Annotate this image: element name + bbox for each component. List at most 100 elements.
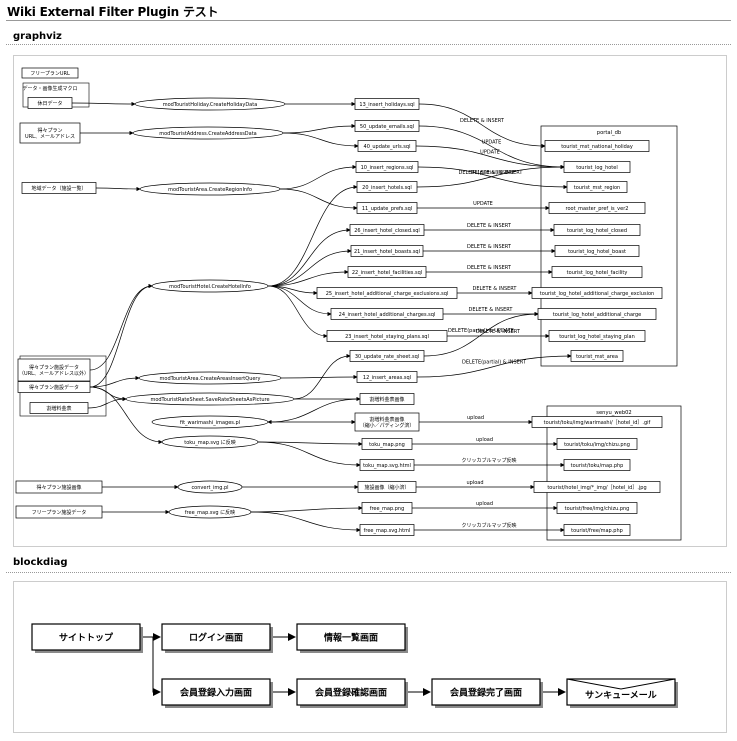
node-label: tourist_log_hotel	[576, 165, 617, 171]
node-label: modTouristAddress.CreateAddressData	[159, 131, 257, 137]
edge-label: DELETE & INSERT	[460, 118, 505, 124]
file-node-f12: 23_insert_hotel_staying_plans.sql	[326, 330, 448, 342]
node-label: 11_update_prefs.sql	[362, 206, 412, 212]
file-node-f6: 11_update_prefs.sql	[356, 202, 418, 214]
source-node-s3: 休日データ	[27, 97, 73, 109]
node-label: modTouristArea.CreateRegionInfo	[168, 187, 252, 193]
edge-f14-t11	[416, 353, 572, 378]
node-label: 割増料金表画像	[369, 396, 404, 403]
node-label: （URL、メールアドレス以外）	[19, 370, 89, 377]
file-node-f21: free_map.svg.html	[359, 524, 415, 536]
section-heading-graphviz: graphviz	[13, 31, 62, 42]
flow-node-b5: 会員登録確認画面	[296, 678, 408, 708]
flow-node-label: 会員登録完了画面	[450, 687, 522, 699]
process-node-p10: free_map.svg に反映	[168, 505, 252, 519]
edge-p4-f12	[267, 285, 328, 339]
edge-p5-f14	[280, 374, 358, 380]
node-label: フリープランURL	[30, 71, 70, 77]
file-node-f3: 40_update_urls.sql	[357, 140, 417, 152]
edge-label: UPDATE	[480, 150, 500, 156]
node-label: tourist_log_hotel_closed	[567, 228, 627, 234]
edge-label: DELETE & INSERT	[467, 244, 512, 250]
edge-f2-t2	[418, 125, 565, 170]
node-label: 地域データ（施設一覧）	[31, 185, 86, 192]
edge-label: DELETE & INSERT	[467, 223, 512, 229]
source-node-s1: フリープランURL	[21, 67, 79, 79]
node-label: URL、メールアドレス	[25, 134, 75, 140]
edge-f1-t1	[418, 103, 546, 149]
table-node-t10: tourist_log_hotel_staying_plan	[548, 330, 646, 342]
edge-f13-t9	[423, 311, 539, 357]
server-path-node-w6: tourist/free/map.php	[563, 524, 631, 536]
node-label: free_map.svg に反映	[185, 509, 235, 516]
node-label: tourist_log_hotel_additional_charge_excl…	[540, 291, 654, 297]
edge-s7-p5	[89, 375, 140, 388]
table-node-t9: tourist_log_hotel_additional_charge	[537, 308, 657, 320]
node-label: 20_insert_hotels.sql	[362, 185, 412, 191]
flow-node-b4: 会員登録入力画面	[161, 678, 273, 708]
file-node-f20: free_map.png	[361, 502, 413, 514]
process-node-p3: modTouristArea.CreateRegionInfo	[139, 182, 281, 196]
source-node-s2: データ・画像生成マクロ	[22, 85, 77, 92]
edge-p3-f6	[279, 188, 358, 211]
process-node-p8: toku_map.svg に反映	[161, 435, 259, 449]
table-node-t8: tourist_log_hotel_additional_charge_excl…	[531, 287, 663, 299]
source-node-s9: 得々プラン施設画像	[15, 480, 103, 494]
flow-node-label: ログイン画面	[189, 632, 243, 644]
server-path-node-w2: tourist/toku/img/chizu.png	[556, 438, 638, 450]
blockdiag-diagram: サイトトップログイン画面情報一覧画面会員登録入力画面会員登録確認画面会員登録完了…	[31, 623, 678, 708]
node-label: tourist/toku/img/chizu.png	[564, 442, 630, 448]
process-node-p6: modTouristRateSheet.SaveRateSheetsAsPict…	[125, 392, 295, 406]
edge-s6-p4	[89, 283, 153, 371]
node-label: toku_map.svg.html	[363, 463, 411, 469]
title-divider	[6, 20, 731, 21]
edge-label: DELETE & INSERT	[476, 329, 521, 335]
flow-node-b3: 情報一覧画面	[296, 623, 408, 653]
node-label: 得々プラン施設データ	[29, 364, 79, 371]
blockdiag-diagram-frame: サイトトップログイン画面情報一覧画面会員登録入力画面会員登録確認画面会員登録完了…	[13, 581, 727, 733]
server-path-node-w3: tourist/toku/map.php	[563, 459, 631, 471]
edge-f5-t2	[416, 164, 565, 188]
file-node-f15: 割増料金表画像	[359, 393, 415, 405]
process-node-p4: modTouristHotel.CreateHotelInfo	[151, 279, 269, 293]
node-label: 21_insert_hotel_boasts.sql	[354, 249, 420, 255]
node-label: 40_update_urls.sql	[364, 144, 411, 150]
edge-label: DELETE & INSERT	[467, 265, 512, 271]
file-node-f14: 12_insert_areas.sql	[356, 371, 418, 383]
flow-node-b2: ログイン画面	[161, 623, 273, 653]
edge-label: UPDATE	[473, 201, 493, 207]
table-node-t5: tourist_log_hotel_closed	[553, 224, 641, 236]
node-label: tourist_mst_area	[576, 354, 618, 360]
node-label: tourist/hotel_img/*_img/［hotel_id］.jpg	[547, 484, 646, 491]
process-node-p5: modTouristArea.CreateAreasInsertQuery	[138, 371, 282, 385]
flow-node-b6: 会員登録完了画面	[431, 678, 543, 708]
table-node-t11: tourist_mst_area	[570, 350, 624, 362]
file-node-f7: 26_insert_hotel_closed.sql	[349, 224, 425, 236]
edge-p8-f17	[257, 441, 363, 447]
node-label: fit_warimashi_images.pl	[180, 420, 240, 426]
node-label: 施設画像（縮小済）	[364, 484, 409, 491]
server-path-node-w5: tourist/free/img/chizu.png	[556, 502, 638, 514]
node-label: tourist_mst_region	[574, 185, 620, 191]
node-label: データ・画像生成マクロ	[22, 85, 77, 92]
node-label: 13_insert_holidays.sql	[359, 102, 414, 108]
edge-label: DELETE & INSERT	[469, 307, 514, 313]
edge-label: upload	[476, 501, 493, 507]
node-label: tourist/toku/img/warimashi/［hotel_id］.gi…	[544, 419, 651, 426]
node-label: modTouristHoliday.CreateHolidayData	[163, 102, 258, 108]
node-label: 割増料金表画像	[369, 416, 404, 423]
flow-node-label: サンキューメール	[585, 690, 657, 701]
section-divider	[6, 572, 731, 573]
cluster-portal-db	[540, 125, 678, 367]
node-label: 24_insert_hotel_additional_charges.sql	[339, 312, 436, 318]
file-node-f18: toku_map.svg.html	[359, 459, 415, 471]
page-title: Wiki External Filter Plugin テスト	[7, 5, 219, 19]
cluster-portal-db-label: portal_db	[597, 130, 622, 136]
node-label: modTouristRateSheet.SaveRateSheetsAsPict…	[150, 397, 269, 403]
edge-s3-p1	[71, 101, 136, 107]
node-label: 25_insert_hotel_additional_charge_exclus…	[326, 291, 449, 297]
node-label: 得々プラン施設データ	[29, 384, 79, 391]
edge-label: DELETE(partial) & INSERT	[459, 170, 524, 176]
edge-label: DELETE(partial) & INSERT	[462, 360, 527, 366]
